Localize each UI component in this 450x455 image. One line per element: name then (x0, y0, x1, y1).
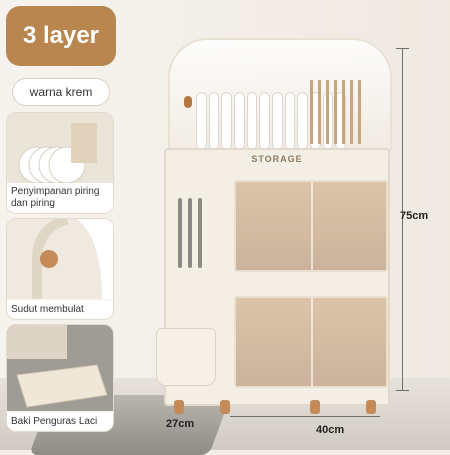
feature-caption: Penyimpanan piring dan piring (7, 183, 113, 213)
rack-leg (310, 400, 320, 414)
height-dimension-line (402, 48, 403, 390)
rounded-corner-photo-icon (7, 219, 113, 299)
side-cup-holder (156, 328, 216, 386)
feature-panel-rounded-corner: Sudut membulat (6, 218, 114, 320)
drain-tray-photo-icon (7, 325, 113, 411)
dish-rack-photo-icon (7, 113, 113, 183)
height-dimension-label: 75cm (400, 210, 429, 222)
storage-label: STORAGE (251, 154, 303, 164)
layer-count-badge: 3 layer (6, 6, 116, 66)
dimension-tick (396, 48, 409, 49)
depth-dimension-label: 27cm (166, 418, 195, 430)
lid-knob (184, 96, 192, 108)
color-label: warna krem (12, 78, 110, 106)
dish-rack-product: STORAGE (156, 38, 392, 418)
width-dimension-label: 40cm (316, 424, 345, 436)
rack-leg (366, 400, 376, 414)
rack-leg (220, 400, 230, 414)
side-hook-panel (156, 178, 230, 388)
rack-body: STORAGE (156, 148, 390, 406)
feature-caption: Baki Penguras Laci (7, 413, 113, 431)
width-dimension-line (230, 416, 380, 417)
feature-panel-dish-storage: Penyimpanan piring dan piring (6, 112, 114, 214)
feature-panel-drain-tray: Baki Penguras Laci (6, 324, 114, 432)
utensil-holder (310, 80, 362, 144)
feature-caption: Sudut membulat (7, 301, 113, 319)
rack-leg (174, 400, 184, 414)
lower-drawer (234, 296, 388, 388)
upper-drawer (234, 180, 388, 272)
dimension-tick (396, 390, 409, 391)
